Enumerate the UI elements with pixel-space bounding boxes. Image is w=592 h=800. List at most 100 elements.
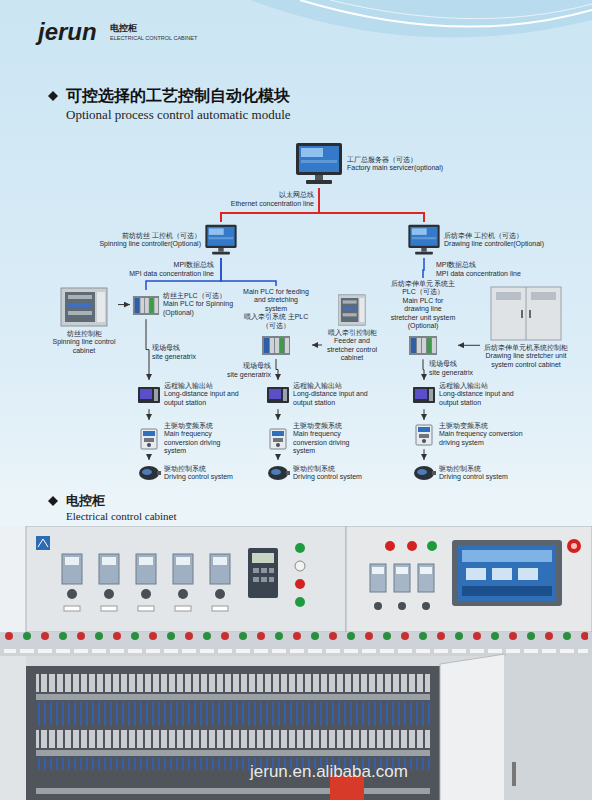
component-node: 主驱动变频系统Main frequency conversion driving… <box>135 420 241 458</box>
rect-graphic <box>286 471 290 475</box>
plc-icon <box>261 333 291 357</box>
mon-icon <box>407 224 441 256</box>
svg-graphic <box>294 142 344 186</box>
node-text: Long-distance input and output station <box>439 390 526 407</box>
brand-subtitle: ELECTRICAL CONTROL CABINET <box>110 35 220 42</box>
rect-graphic <box>273 438 283 442</box>
rect-graphic <box>175 606 191 611</box>
rect-graphic <box>68 311 92 315</box>
svg-graphic <box>137 464 161 482</box>
rect-graphic <box>270 429 286 449</box>
rect-graphic <box>36 702 430 726</box>
rect-graphic <box>269 577 274 582</box>
node-text: Drawing line controller(Optional) <box>444 240 573 248</box>
rect-graphic <box>269 389 281 399</box>
circle-graphic <box>407 541 417 551</box>
ellipse-graphic <box>417 469 427 475</box>
component-node: 纺丝控制柜Spinning line control cabinet <box>50 285 118 357</box>
motor-icon <box>266 462 290 484</box>
svg-graphic <box>266 386 290 404</box>
rect-graphic <box>36 750 430 756</box>
rect-graphic <box>432 471 436 475</box>
rect-graphic <box>301 148 323 157</box>
brand-subtitle: 电控柜 <box>110 23 170 34</box>
motor-icon <box>137 462 161 484</box>
component-node: 工厂总服务器（可选）Factory main servicer(optional… <box>292 140 492 188</box>
rect-graphic <box>272 431 284 436</box>
node-text-column: 驱动控制系统Driving control system <box>293 465 368 482</box>
rect-graphic <box>343 307 357 310</box>
rect-graphic <box>409 336 437 355</box>
svg-graphic <box>407 224 441 256</box>
rect-graphic <box>422 338 426 353</box>
circle-graphic <box>295 543 305 553</box>
node-text: Driving control system <box>293 473 368 481</box>
rect-graphic <box>462 586 552 596</box>
path-graphic <box>38 539 48 547</box>
node-text-column: 后纺牵伸单元 系统主PLC（可选）Main PLC for drawing li… <box>390 280 456 330</box>
node-text: Spinning line control cabinet <box>52 338 116 355</box>
circle-graphic <box>295 597 305 607</box>
ellipse-graphic <box>268 466 288 480</box>
connector <box>424 409 425 420</box>
node-text: 喂入牵引控制柜 <box>324 329 380 337</box>
node-text-column: 驱动控制系统Driving control system <box>164 465 239 482</box>
rect-graphic <box>531 292 556 300</box>
rect-graphic <box>370 564 386 592</box>
node-text: Drawing line stretcher unit system contr… <box>482 352 570 369</box>
node-text: 驱动控制系统 <box>164 465 239 473</box>
node-text: 驱动控制系统 <box>293 465 368 473</box>
path-graphic <box>250 0 592 37</box>
component-node: 远程输入输出站Long-distance input and output st… <box>135 380 241 409</box>
svg-graphic <box>408 333 438 357</box>
rect-graphic <box>341 298 359 322</box>
rect-graphic <box>512 762 516 786</box>
bus-label: site generatrix <box>211 371 271 379</box>
rect-graphic <box>253 568 259 573</box>
line-graphic <box>526 287 527 340</box>
connector <box>312 345 322 346</box>
cab-icon <box>60 287 108 327</box>
node-text: Main PLC for drawing line stretcher unit… <box>390 297 456 331</box>
node-text: Main PLC for Spinning (Optional) <box>163 300 234 317</box>
node-text: 远程输入输出站 <box>293 382 368 390</box>
vfd-icon <box>137 428 161 450</box>
node-text: 远程输入输出站 <box>164 382 239 390</box>
rect-graphic <box>176 557 190 565</box>
circle-graphic <box>295 579 305 589</box>
connector <box>319 188 424 222</box>
node-text: Factory main servicer(optional) <box>347 164 490 172</box>
rect-graphic <box>253 577 259 582</box>
bus-label: MPI data concentration line <box>94 270 214 278</box>
rect-graphic <box>68 303 92 307</box>
connector <box>423 359 424 380</box>
rect-graphic <box>491 287 561 340</box>
node-text: 工厂总服务器（可选） <box>347 156 490 164</box>
rect-graphic <box>218 248 223 252</box>
rect-graphic <box>343 300 357 303</box>
rect-graphic <box>306 180 332 184</box>
svg-graphic <box>204 224 238 256</box>
circle-graphic <box>67 589 77 599</box>
node-text: Driving control system <box>164 473 239 481</box>
connector <box>424 449 425 460</box>
rect-graphic <box>262 336 290 355</box>
path-graphic <box>300 0 592 26</box>
rect-graphic <box>518 568 538 580</box>
bus-label: 现场母线 <box>211 362 271 370</box>
rect-graphic <box>68 295 92 299</box>
polygon-graphic <box>48 91 58 101</box>
io-icon <box>266 384 290 406</box>
rect-graphic <box>154 298 158 313</box>
component-node: 远程输入输出站Long-distance input and output st… <box>410 380 528 409</box>
rect-graphic <box>360 298 365 322</box>
rect-graphic <box>275 338 279 353</box>
connector <box>278 409 279 420</box>
rect-graphic <box>212 606 228 611</box>
rect-graphic <box>412 228 427 235</box>
component-node: 后纺牵伸 工控机（可选）Drawing line controller(Opti… <box>405 222 575 258</box>
rect-graphic <box>280 338 284 353</box>
rect-graphic <box>213 557 227 565</box>
rect-graphic <box>36 730 430 748</box>
